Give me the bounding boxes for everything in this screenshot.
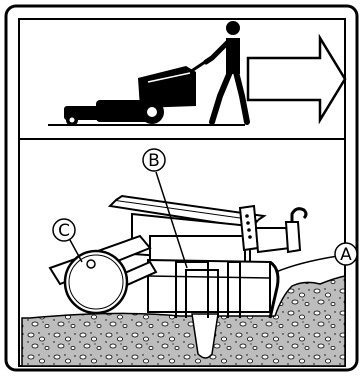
callout-c: C: [53, 219, 75, 241]
callout-c-label: C: [58, 221, 70, 241]
callout-a-label: A: [340, 245, 352, 265]
callout-a: A: [335, 243, 357, 265]
callout-b: B: [143, 149, 165, 171]
callout-b-label: B: [148, 151, 160, 171]
